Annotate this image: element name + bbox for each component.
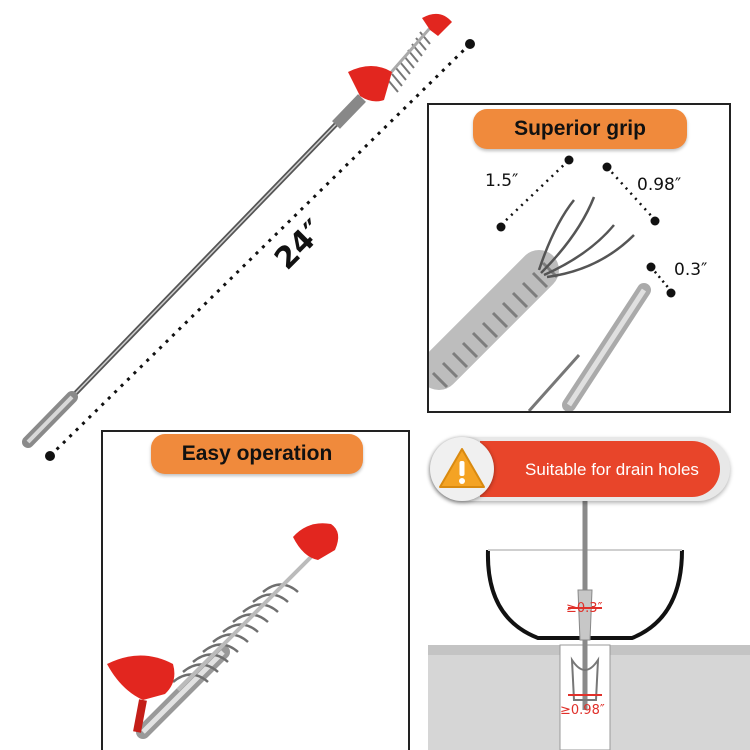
- tool-red-claw: [348, 66, 392, 102]
- superior-grip-panel: Superior grip 1.5″ 0.98″ 0.3″: [427, 103, 731, 413]
- superior-grip-title: Superior grip: [473, 109, 687, 149]
- dim-0-98: 0.98″: [637, 175, 682, 195]
- drain-illustration: [428, 500, 750, 750]
- dim-0-3: 0.3″: [674, 260, 708, 280]
- drain-warning-banner: Suitable for drain holes: [430, 437, 730, 501]
- operation-illustration: [107, 523, 339, 739]
- tool-collar: [332, 94, 366, 129]
- length-dimension-line: [48, 42, 472, 458]
- dim-1-5: 1.5″: [485, 171, 519, 191]
- tool-spring: [387, 31, 431, 93]
- length-dimension-end-bottom: [45, 451, 55, 461]
- easy-operation-title: Easy operation: [151, 434, 363, 474]
- warning-triangle-icon: [439, 448, 485, 488]
- grip-spring-coil: [429, 250, 559, 390]
- operation-red-claw: [107, 655, 175, 700]
- operation-red-cap: [293, 523, 339, 560]
- grip-claw-illustration: [429, 155, 676, 411]
- min-top-label: ≥0.3″: [566, 601, 603, 616]
- length-dimension-end-top: [465, 39, 475, 49]
- drain-banner-text: Suitable for drain holes: [480, 441, 720, 497]
- grip-claw-wires: [537, 196, 635, 279]
- tool-red-cap: [422, 13, 452, 36]
- easy-operation-panel: Easy operation: [101, 430, 410, 750]
- min-bottom-label: ≥0.98″: [560, 703, 605, 718]
- warning-badge: [430, 437, 494, 501]
